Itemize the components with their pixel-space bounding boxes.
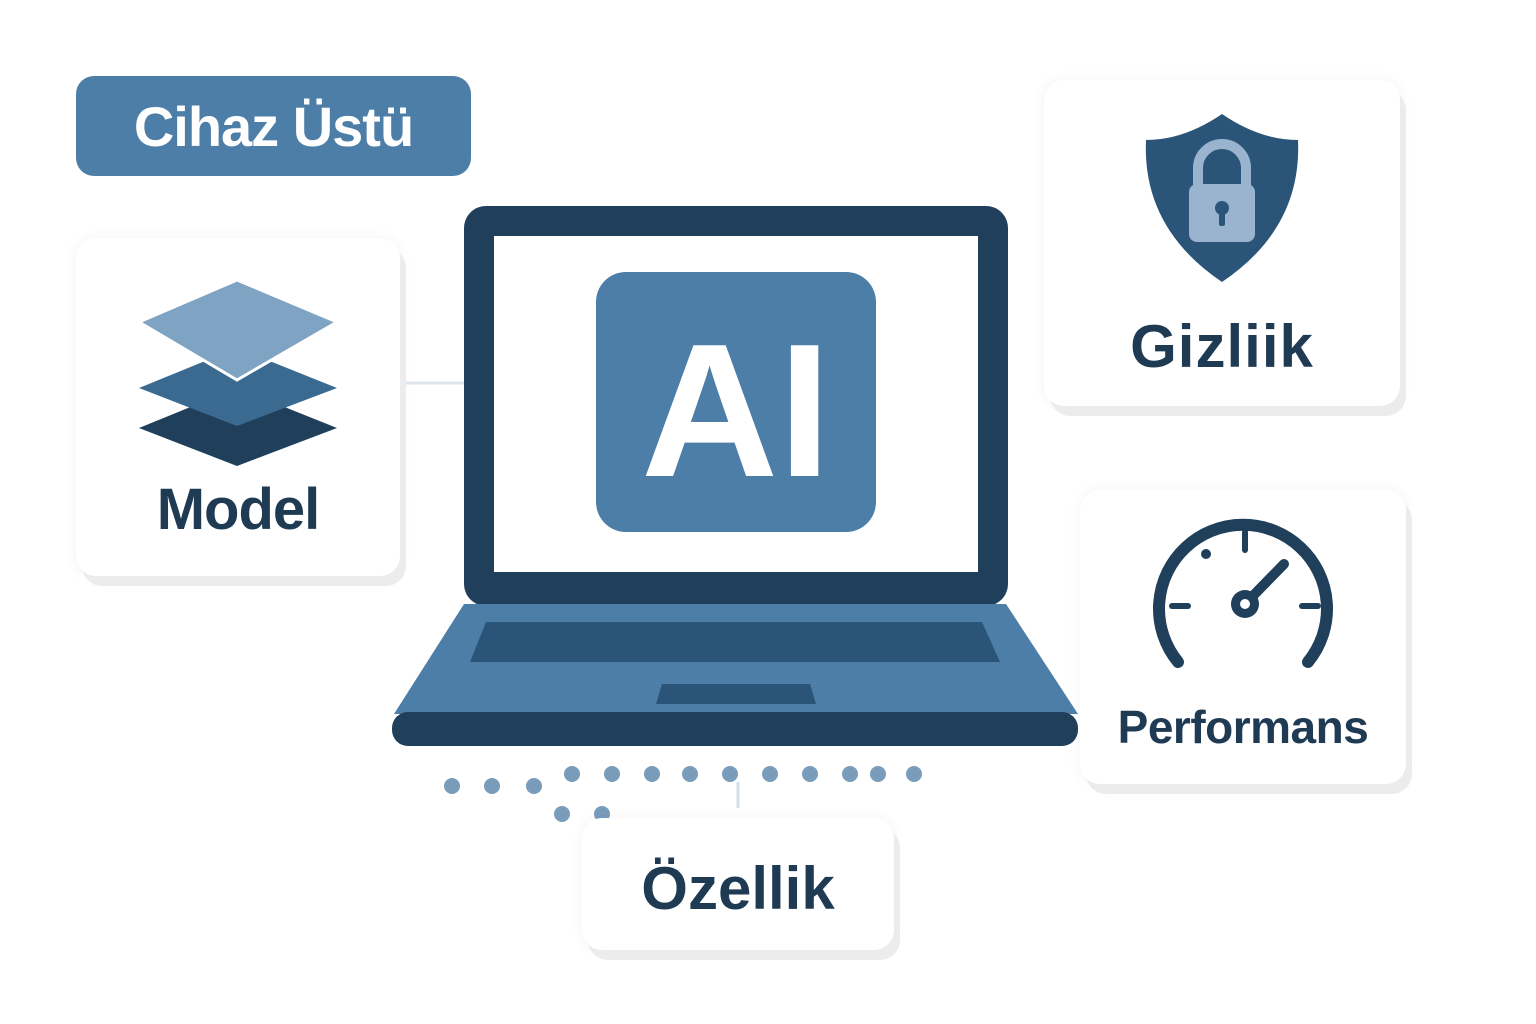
on-device-tag: Cihaz Üstü: [76, 76, 471, 176]
model-label: Model: [156, 477, 321, 542]
trail-dot: [526, 778, 542, 794]
trail-dot: [842, 766, 858, 782]
performance-label: Performans: [1117, 701, 1369, 753]
feature-label: Özellik: [641, 855, 835, 922]
ai-chip: [596, 272, 876, 532]
trail-dot: [484, 778, 500, 794]
ai-badge-text: AI: [641, 305, 831, 517]
feature-card: Özellik: [582, 818, 894, 950]
model-card: Model: [76, 238, 400, 576]
laptop-illustration: AI: [392, 206, 1078, 746]
trail-dot: [554, 806, 570, 822]
privacy-label: Gizliik: [1130, 313, 1314, 380]
trail-dot: [870, 766, 886, 782]
performance-card: Performans: [1080, 490, 1406, 784]
trail-dot: [444, 778, 460, 794]
trackpad: [656, 684, 816, 704]
trail-dot: [762, 766, 778, 782]
dot-row: [444, 766, 922, 822]
trail-dot: [906, 766, 922, 782]
privacy-card: Gizliik: [1044, 80, 1400, 406]
layers-icon: [135, 278, 340, 466]
trail-dot: [682, 766, 698, 782]
speedometer-icon: [1153, 518, 1333, 668]
shield-lock-icon: [1145, 114, 1299, 282]
trail-dot: [644, 766, 660, 782]
trail-dot: [604, 766, 620, 782]
trail-dot: [564, 766, 580, 782]
trail-dot: [802, 766, 818, 782]
trail-dot: [722, 766, 738, 782]
